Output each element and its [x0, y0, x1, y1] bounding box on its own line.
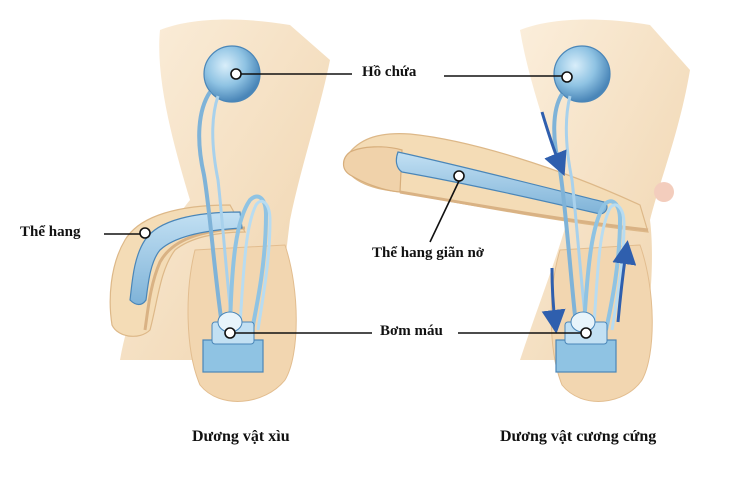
flow-arrow-up	[612, 240, 637, 323]
label-expanded-cavernosum: Thể hang giãn nở	[372, 245, 485, 261]
label-corpus-cavernosum: Thể hang	[20, 224, 81, 240]
caption-flaccid: Dương vật xìu	[192, 428, 290, 445]
label-pump: Bơm máu	[380, 323, 443, 339]
right-reservoir	[553, 45, 611, 103]
right-glans	[342, 146, 403, 193]
right-pump-base	[555, 339, 617, 373]
left-cylinder	[129, 211, 243, 306]
flow-arrow-down-top	[540, 111, 567, 177]
left-pump-base	[202, 339, 264, 373]
flow-arrow-down-bottom	[541, 267, 566, 334]
caption-erect: Dương vật cương cứng	[500, 428, 657, 445]
erect-figure	[342, 19, 690, 402]
label-reservoir: Hồ chứa	[362, 64, 417, 80]
leader-expanded	[429, 180, 460, 243]
flaccid-figure	[109, 19, 330, 402]
leader-lines	[104, 73, 581, 334]
